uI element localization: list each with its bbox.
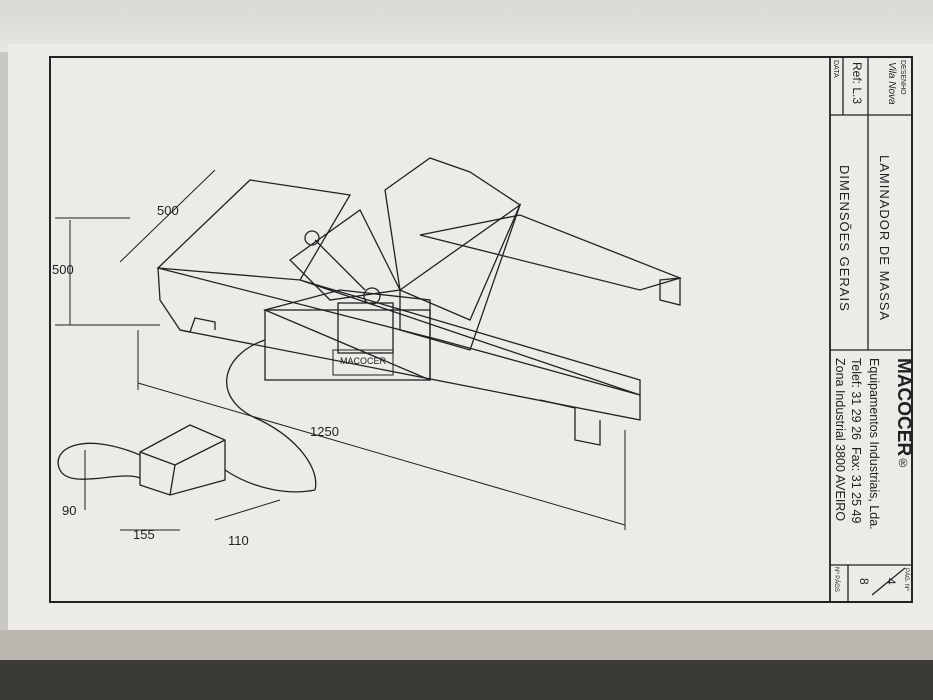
company-phone: Telef: 31 29 26 Fax: 31 25 49 (849, 358, 863, 524)
machine-nameplate-text: MACOCER (340, 356, 387, 366)
dim-width-label: 500 (157, 203, 179, 218)
total-pages: 8 (857, 578, 871, 585)
company-line: Equipamentos Industriais, Lda. (867, 358, 881, 530)
floor (0, 660, 933, 700)
reference: Ref: L.3 (850, 62, 864, 105)
dough-sheeter-outline (57, 157, 682, 496)
dim-box-height-label: 90 (62, 503, 77, 518)
page-number: 4 (884, 578, 898, 585)
designer-signature: Vila Nova (886, 62, 897, 105)
company-address: Zona Industrial 3800 AVEIRO (833, 358, 847, 522)
dim-box-width-label: 155 (133, 527, 155, 542)
dim-height-label: 500 (52, 262, 74, 277)
dim-length-label: 1250 (310, 424, 339, 439)
dimension-lines (55, 169, 626, 531)
drawing-frame (49, 56, 913, 603)
designer-label: DESENHO (899, 60, 906, 95)
machine-nameplate (332, 349, 394, 376)
page-label: PÁG. Nº (903, 568, 909, 591)
paper-background (0, 0, 933, 52)
drawing-subtitle: DIMENSÕES GERAIS (837, 165, 852, 312)
dim-box-depth-label: 110 (228, 533, 249, 548)
drawing-sheet (8, 44, 933, 634)
company-name: MACOCER® (893, 358, 914, 471)
drawing-title: LAMINADOR DE MASSA (877, 155, 892, 322)
pages-label: Nº PÁGS (833, 567, 839, 592)
date-label: DATA (832, 60, 839, 78)
